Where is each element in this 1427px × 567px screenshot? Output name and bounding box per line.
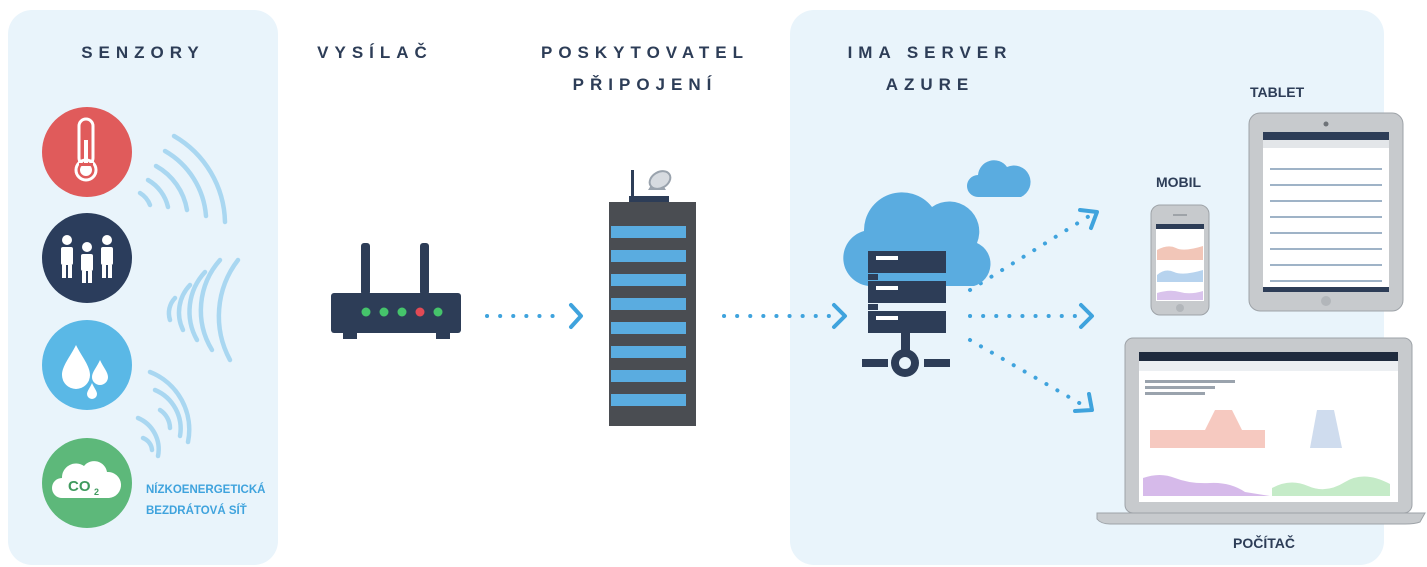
cloud-server-icon xyxy=(843,192,991,377)
network-label: NÍZKOENERGETICKÁ BEZDRÁTOVÁ SÍŤ xyxy=(146,480,265,522)
provider-building-icon xyxy=(609,170,696,426)
status-led xyxy=(397,307,407,317)
arrow-server-to-tablet xyxy=(968,303,1094,329)
people-icon xyxy=(42,213,132,303)
network-label-line1: NÍZKOENERGETICKÁ xyxy=(146,484,266,496)
status-led xyxy=(415,307,425,317)
computer-label: POČÍTAČ xyxy=(1233,535,1295,551)
arrow-router-to-provider xyxy=(485,303,583,329)
water-drops-icon xyxy=(42,320,132,410)
arrow-server-to-mobile xyxy=(968,208,1099,292)
status-led xyxy=(433,307,443,317)
co2-cloud-icon: CO 2 xyxy=(42,438,132,528)
co2-subscript: 2 xyxy=(94,487,99,497)
status-led xyxy=(361,307,371,317)
server-heading-line1: IMA SERVER xyxy=(847,43,1013,62)
router-icon xyxy=(331,243,461,339)
tablet-icon xyxy=(1248,112,1404,312)
provider-heading-line2: PŘIPOJENÍ xyxy=(572,75,718,94)
network-label-line2: BEZDRÁTOVÁ SÍŤ xyxy=(146,505,247,517)
laptop-icon xyxy=(1096,337,1426,525)
wireless-waves-icon xyxy=(135,133,241,459)
provider-heading-line1: POSKYTOVATEL xyxy=(540,43,750,62)
mobile-phone-icon xyxy=(1150,204,1210,316)
server-heading-line2: AZURE xyxy=(885,75,975,94)
tablet-label: TABLET xyxy=(1250,84,1305,100)
small-cloud-icon xyxy=(967,160,1031,197)
mobile-label: MOBIL xyxy=(1156,174,1202,190)
co2-text: CO xyxy=(68,478,91,495)
sensors-heading: SENZORY xyxy=(81,43,205,62)
status-led xyxy=(379,307,389,317)
thermometer-icon xyxy=(42,107,132,197)
arrow-provider-to-server xyxy=(722,303,847,329)
arrow-server-to-computer xyxy=(968,338,1094,413)
transmitter-heading: VYSÍLAČ xyxy=(317,43,433,62)
